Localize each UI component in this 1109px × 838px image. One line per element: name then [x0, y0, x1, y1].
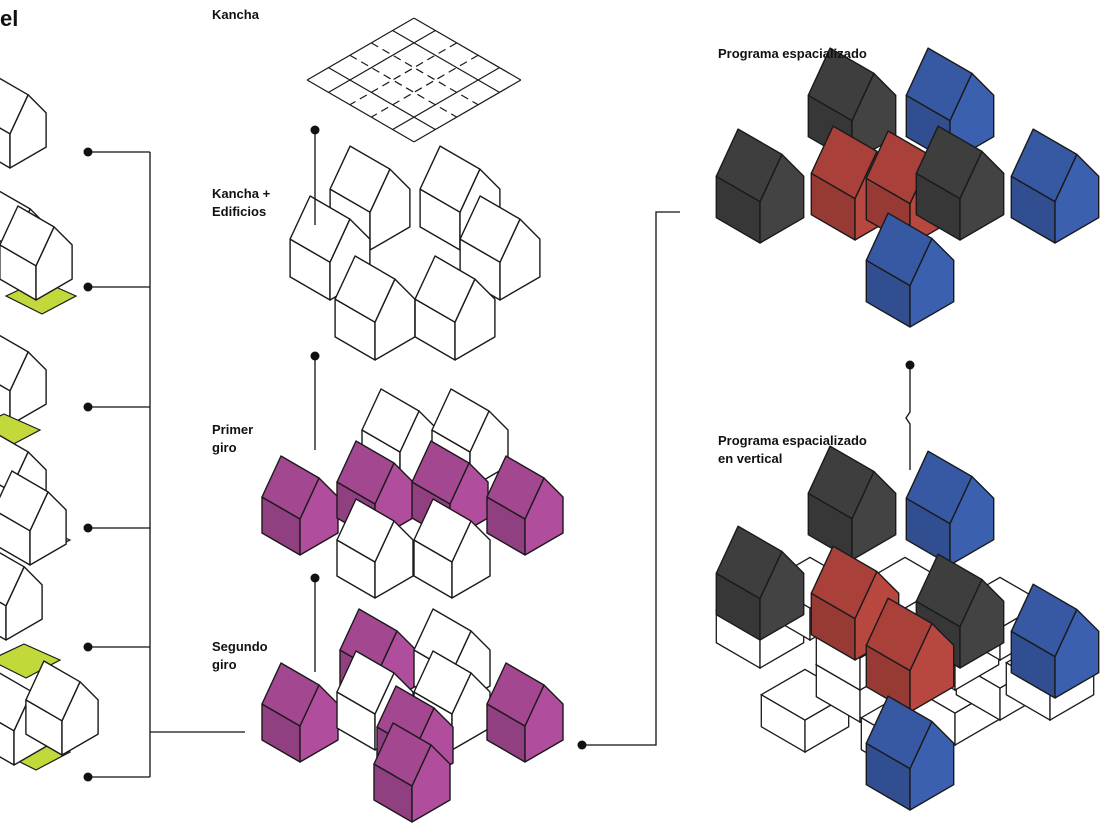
dark-house — [715, 525, 805, 641]
grid-line — [306, 17, 415, 81]
grid-line — [349, 42, 458, 106]
white-house — [336, 498, 414, 599]
magenta-house — [261, 455, 339, 556]
magenta-house — [486, 662, 564, 763]
dark-house — [807, 445, 897, 561]
programa-espacializado-cluster — [715, 47, 1100, 328]
connector-vertical — [905, 365, 911, 470]
partial-title: el — [0, 6, 19, 31]
grid-line — [328, 29, 436, 93]
grid-line — [370, 54, 479, 118]
white-house — [0, 552, 43, 641]
kancha-edificios-ring — [289, 145, 541, 361]
blue-house — [1010, 583, 1100, 699]
primer-giro-cluster — [261, 388, 564, 599]
label-programa: Programa espacializado — [718, 46, 867, 61]
lime-plot — [0, 643, 62, 679]
white-house — [413, 650, 491, 751]
grid-line — [370, 42, 479, 106]
lime-plot — [0, 413, 42, 449]
ring-house — [414, 255, 496, 361]
white-house — [0, 205, 73, 301]
label-kancha-edificios: Kancha + Edificios — [212, 186, 271, 219]
magenta-house — [486, 455, 564, 556]
dark-house — [715, 128, 805, 244]
white-house — [0, 334, 47, 426]
grid-line — [392, 29, 500, 93]
label-segundo-giro: Segundo giro — [212, 639, 268, 672]
magenta-house — [261, 662, 339, 763]
grid-line — [413, 79, 522, 143]
grid-line — [328, 67, 436, 131]
ring-house — [289, 195, 371, 301]
connector-to-programa — [582, 211, 680, 746]
segundo-giro-cluster — [261, 608, 564, 823]
red-house — [865, 597, 955, 713]
white-house — [0, 77, 47, 169]
grid-line — [413, 17, 522, 81]
grid-line — [349, 54, 458, 118]
grid-line — [392, 67, 500, 131]
kancha-grid — [306, 17, 522, 143]
blue-house — [1010, 128, 1100, 244]
label-programa-vertical: Programa espacializado en vertical — [718, 433, 867, 466]
white-house — [413, 498, 491, 599]
white-house — [0, 470, 67, 566]
ring-house — [334, 255, 416, 361]
magenta-house — [373, 722, 451, 823]
ring-house — [459, 195, 541, 301]
connector-lines — [83, 125, 915, 782]
label-primer-giro: Primer giro — [212, 422, 254, 455]
grid-line — [306, 79, 415, 143]
blue-house — [865, 695, 955, 811]
left-column-variants — [0, 77, 99, 771]
dark-house — [915, 125, 1005, 241]
programa-vertical-cluster — [715, 445, 1100, 811]
blue-house — [865, 212, 955, 328]
blue-house — [905, 450, 995, 566]
label-kancha: Kancha — [212, 7, 259, 22]
white-house — [25, 660, 99, 756]
